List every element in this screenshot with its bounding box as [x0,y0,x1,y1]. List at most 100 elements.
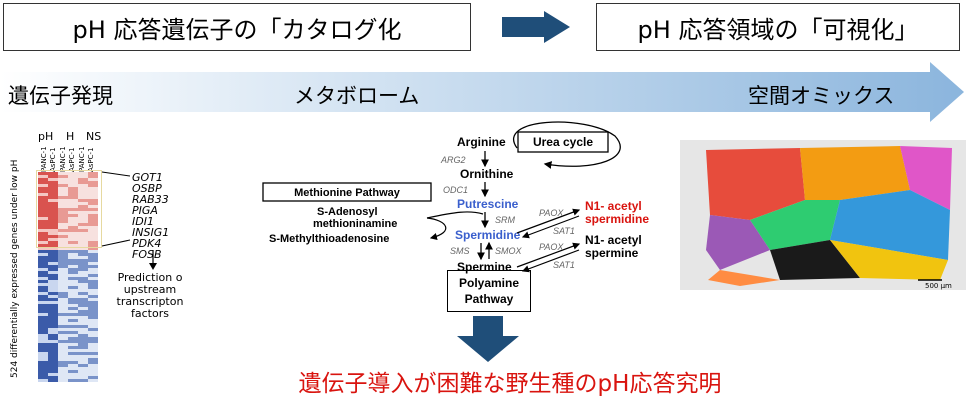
heatmap-cell [48,178,58,181]
heatmap-cell [68,325,78,328]
heatmap-cell [68,184,78,187]
heatmap-cell [88,208,98,211]
heatmap-cell [68,352,78,355]
heatmap-cell [48,262,58,265]
heatmap-cell [48,370,58,373]
heatmap-cell [88,334,98,337]
heatmap-cell [38,235,48,238]
heatmap-cell [48,214,58,217]
heatmap-cell [38,271,48,274]
heatmap-cell [48,241,58,244]
heatmap-cell [78,280,88,283]
heatmap-cell [68,286,78,289]
heatmap-cell [88,364,98,367]
heatmap-cell [58,226,68,229]
sample-label: AsPC-1 [68,147,76,172]
heatmap-cell [78,217,88,220]
heatmap-cell [38,319,48,322]
heatmap-cell [48,196,58,199]
heatmap-cell [48,205,58,208]
heatmap-cell [38,172,48,175]
heatmap-cell [48,358,58,361]
heatmap-cell [78,226,88,229]
n1-spermine-label: N1- acetyl [585,233,642,247]
heatmap-cell [58,358,68,361]
heatmap-cell [38,358,48,361]
heatmap-cell [48,229,58,232]
heatmap-cell [88,328,98,331]
heatmap-cell [78,223,88,226]
heatmap-cell [38,220,48,223]
sample-label: AsPC-1 [49,147,57,172]
heatmap-cell [38,250,48,253]
label-spatial-omics: 空間オミックス [748,84,895,108]
heatmap-cell [58,178,68,181]
heatmap-cell [78,268,88,271]
heatmap-cell [68,238,78,241]
heatmap-cell [78,181,88,184]
heatmap-cell [78,325,88,328]
heatmap-cell [58,301,68,304]
heatmap-cell [48,235,58,238]
heatmap-cell [58,343,68,346]
heatmap-cell [68,178,78,181]
heatmap-cell [48,283,58,286]
sample-label: PANC-1 [59,146,67,172]
sat1-label-2: SAT1 [553,260,575,270]
heatmap-cell [68,199,78,202]
heatmap-cell [38,343,48,346]
heatmap-cell [78,205,88,208]
heatmap-cell [48,280,58,283]
sat1-label: SAT1 [553,226,575,236]
heatmap-cell [88,325,98,328]
heatmap-cell [38,289,48,292]
heatmap-cell [38,256,48,259]
heatmap-cell [48,175,58,178]
heatmap-cell [68,214,78,217]
heatmap-cell [78,232,88,235]
heatmap-cell [58,187,68,190]
heatmap-cell [88,172,98,175]
heatmap-cell [88,301,98,304]
heatmap-cell [58,271,68,274]
heatmap-cell [78,190,88,193]
heatmap-cell [58,334,68,337]
heatmap-cell [88,175,98,178]
heatmap-cell [88,292,98,295]
heatmap-cell [38,232,48,235]
heatmap-cell [88,343,98,346]
heatmap-cell [38,229,48,232]
heatmap-cell [58,310,68,313]
heatmap-cell [88,193,98,196]
urea-cycle-label: Urea cycle [533,135,593,149]
spermidine-label: Spermidine [455,228,521,242]
odc1-label: ODC1 [443,185,468,195]
heatmap-cell [88,373,98,376]
heatmap-cell [58,220,68,223]
omics-gradient-arrow [0,62,964,122]
heatmap-cell [88,361,98,364]
gene-label: INSIG1 [132,226,170,239]
heatmap-cell [58,316,68,319]
heatmap-cell [78,220,88,223]
heatmap-cell [88,307,98,310]
heatmap-cell [88,187,98,190]
heatmap-cell [58,355,68,358]
heatmap-cell [88,316,98,319]
heatmap-cell [88,220,98,223]
heatmap-cell [68,274,78,277]
heatmap-cell [68,298,78,301]
gene-label: OSBP [132,182,162,195]
heatmap-cell [68,256,78,259]
heatmap-cell [38,283,48,286]
heatmap-cell [78,178,88,181]
heatmap-cell [58,190,68,193]
heatmap-cell [78,241,88,244]
heatmap-cell [88,304,98,307]
heatmap-cell [88,367,98,370]
heatmap-cell [68,358,78,361]
heatmap-cell [48,349,58,352]
heatmap-cell [88,379,98,382]
heatmap-cell [48,307,58,310]
heatmap-cell [88,376,98,379]
